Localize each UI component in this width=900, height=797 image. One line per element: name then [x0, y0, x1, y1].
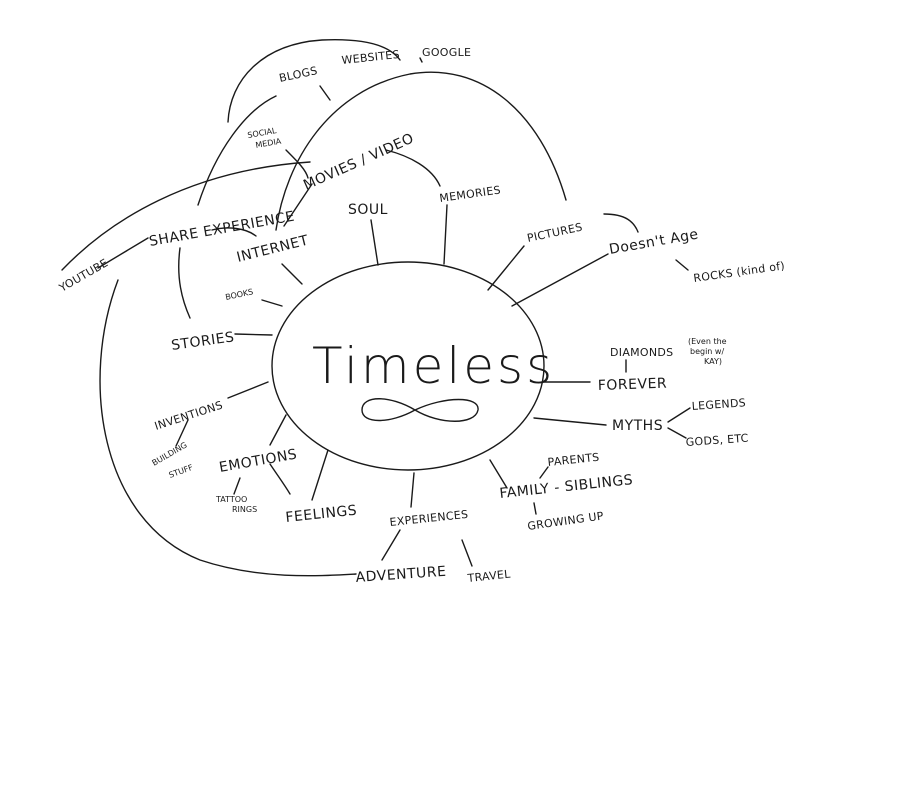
- node-feelings: FEELINGS: [285, 503, 358, 526]
- node-soul: SOUL: [348, 202, 388, 218]
- node-rocks: ROCKS (kind of): [693, 259, 786, 285]
- node-myths: MYTHS: [612, 418, 663, 434]
- node-legends: LEGENDS: [691, 396, 746, 413]
- node-emotions: EMOTIONS: [218, 446, 299, 475]
- node-gods-etc: GODS, ETC: [685, 432, 749, 449]
- node-growing-up: GROWING UP: [527, 509, 605, 533]
- node-youtube: YOUTUBE: [56, 256, 110, 295]
- node-tattoo-line1: TATTOO: [215, 495, 247, 504]
- node-inventions: INVENTIONS: [153, 399, 225, 433]
- center-oval: [271, 261, 545, 471]
- node-forever: FOREVER: [598, 376, 668, 394]
- connectors: [61, 38, 691, 577]
- node-building-line1: BUILDING: [151, 441, 189, 468]
- node-blogs: BLOGS: [278, 64, 319, 85]
- node-family-siblings: FAMILY - SIBLINGS: [499, 472, 634, 502]
- node-memories: MEMORIES: [439, 183, 502, 204]
- node-movies-video: MOVIES / VIDEO: [301, 131, 416, 194]
- node-google: GOOGLE: [422, 46, 471, 59]
- node-pictures: PICTURES: [526, 221, 584, 245]
- node-books: BOOKS: [225, 287, 255, 302]
- node-diamonds-note-line1: (Even the: [688, 337, 727, 346]
- node-stories: STORIES: [170, 329, 235, 354]
- node-diamonds-note-line3: KAY): [704, 357, 722, 366]
- infinity-icon: [361, 398, 479, 422]
- node-social-media-line2: MEDIA: [255, 137, 283, 150]
- node-travel: TRAVEL: [466, 567, 512, 585]
- node-websites: WEBSITES: [341, 48, 401, 67]
- node-tattoo-line2: RINGS: [232, 505, 257, 514]
- node-doesnt-age: Doesn't Age: [608, 226, 700, 257]
- node-internet: INTERNET: [235, 233, 310, 266]
- node-adventure: ADVENTURE: [355, 564, 447, 586]
- labels: BLOGS WEBSITES GOOGLE SOCIAL MEDIA MOVIE…: [56, 46, 786, 586]
- node-parents: PARENTS: [547, 451, 600, 469]
- spokes: [227, 204, 609, 508]
- node-building-line2: STUFF: [168, 463, 195, 480]
- center-title: Timeless: [312, 337, 555, 395]
- node-experiences: EXPERIENCES: [389, 508, 469, 529]
- node-diamonds: DIAMONDS: [610, 346, 673, 359]
- node-diamonds-note-line2: begin w/: [690, 347, 724, 356]
